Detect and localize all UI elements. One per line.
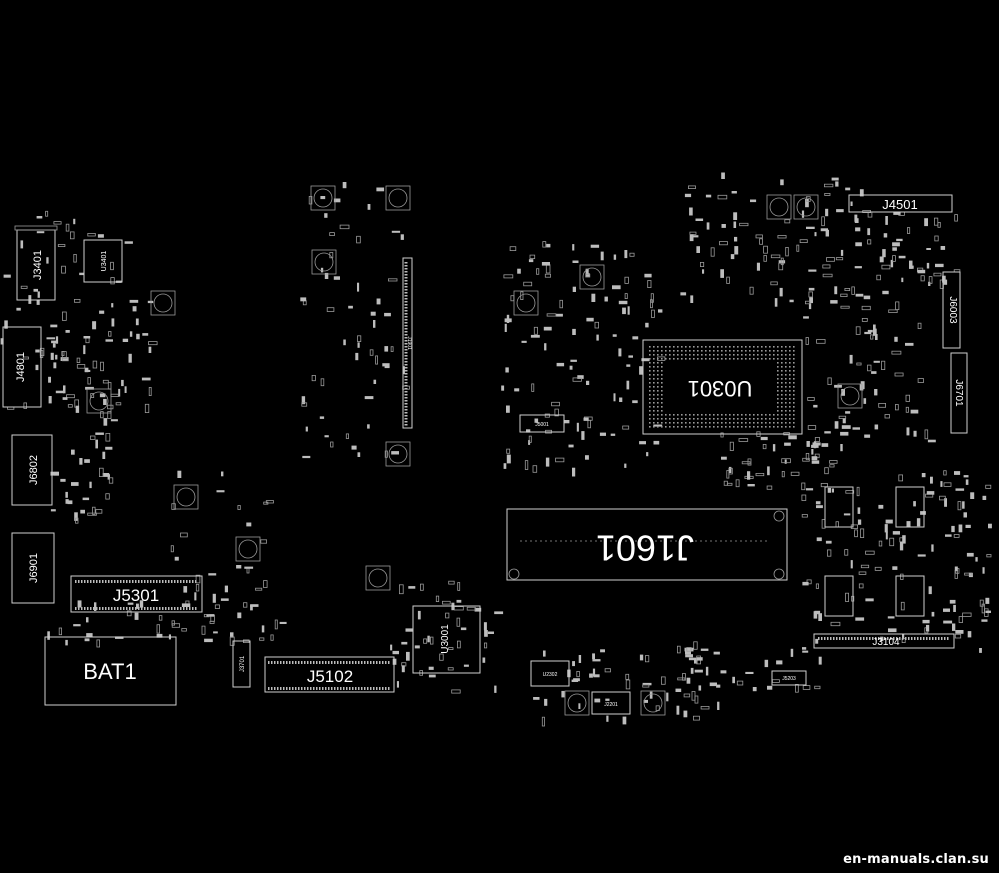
label-j2201: J2201 — [604, 702, 618, 708]
inductors — [86, 185, 863, 716]
memory-chips — [824, 486, 925, 617]
connector-j6901[interactable]: J6901 — [11, 532, 55, 604]
chip-u3001[interactable]: U3001 — [412, 605, 481, 674]
label-u3001: U3001 — [440, 624, 451, 654]
battery-bat1[interactable]: BAT1 — [44, 636, 177, 706]
label-j4501: J4501 — [882, 197, 917, 212]
label-j6701: J6701 — [953, 379, 964, 407]
label-j5301: J5301 — [113, 586, 159, 605]
label-j3401: J3401 — [32, 250, 44, 280]
connector-j3701[interactable]: J3701 — [232, 640, 251, 688]
connector-j5102[interactable]: J5102 — [264, 656, 395, 693]
label-j5001: J5001 — [535, 422, 549, 428]
label-u2302: U2302 — [543, 672, 558, 678]
cpu-u0301[interactable]: U0301 — [642, 339, 803, 435]
connector-j3104[interactable]: J3104 — [813, 633, 955, 649]
slot-j1601[interactable]: J1601 — [506, 508, 788, 581]
label-j1901: J1901 — [406, 336, 412, 350]
label-bat1: BAT1 — [83, 659, 136, 684]
connector-j2201[interactable]: J2201 — [591, 691, 631, 715]
label-j5203: J5203 — [782, 676, 796, 682]
label-u3401: U3401 — [101, 251, 108, 272]
connector-j6802[interactable]: J6802 — [11, 434, 53, 506]
connector-j5203[interactable]: J5203 — [771, 670, 807, 686]
connector-j5001[interactable]: J5001 — [519, 414, 565, 433]
label-j6901: J6901 — [28, 553, 40, 583]
connector-j4501[interactable]: J4501 — [848, 194, 953, 213]
label-j3104: J3104 — [872, 637, 900, 648]
connector-j4801[interactable]: J4801 — [2, 326, 42, 408]
connector-j5301[interactable]: J5301 — [70, 575, 203, 613]
label-j4801: J4801 — [15, 352, 27, 382]
label-j5102: J5102 — [307, 667, 353, 686]
connector-j3401[interactable]: J3401 — [14, 225, 58, 301]
label-j6802: J6802 — [28, 455, 40, 485]
label-j1601: J1601 — [596, 527, 694, 568]
label-u0301: U0301 — [688, 376, 753, 401]
component-pads — [0, 172, 992, 727]
chip-u3401[interactable]: U3401 — [83, 239, 123, 283]
connector-j6003[interactable]: J6003 — [942, 271, 961, 349]
connector-j1901[interactable]: J1901 — [402, 257, 413, 429]
label-j6003: J6003 — [947, 296, 958, 324]
watermark: en-manuals.clan.su — [843, 852, 989, 867]
label-j3701: J3701 — [240, 655, 246, 672]
connector-j6701[interactable]: J6701 — [950, 352, 968, 434]
chip-u2302[interactable]: U2302 — [530, 660, 570, 687]
